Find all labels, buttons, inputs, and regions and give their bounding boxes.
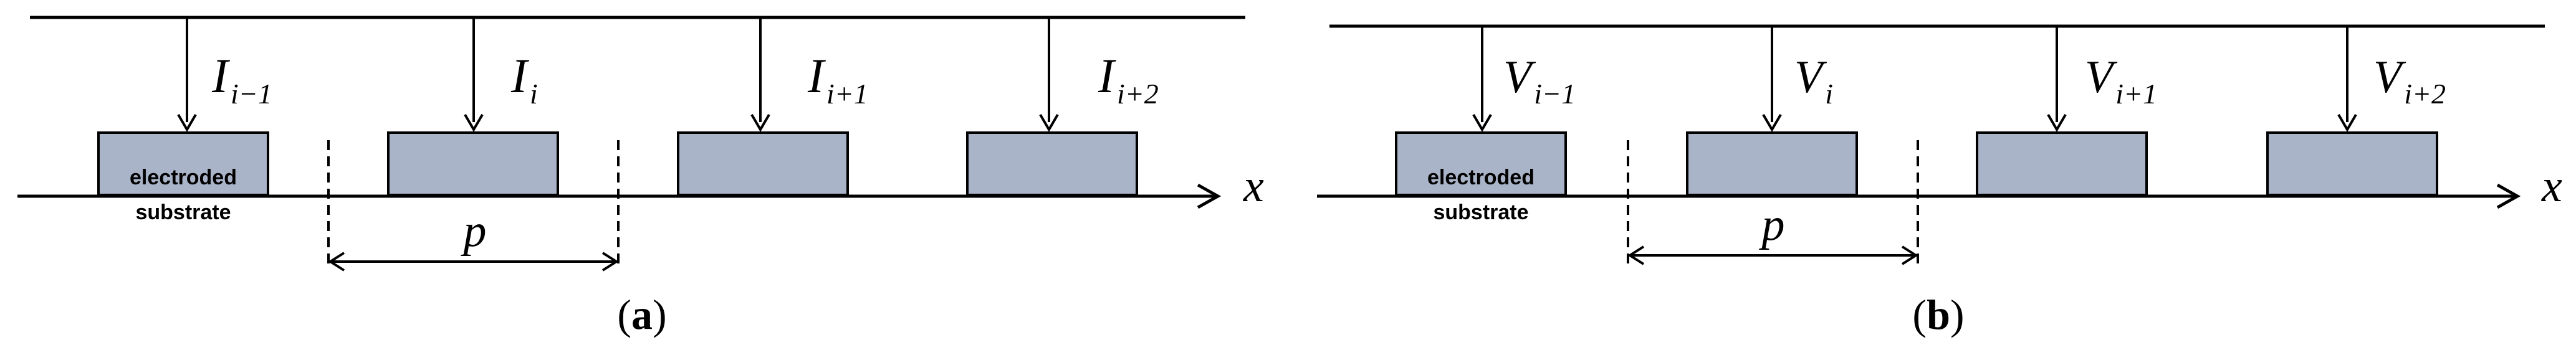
caption-b: (b) bbox=[1912, 291, 1964, 338]
pitch-arrowhead-b-right bbox=[1901, 245, 1918, 265]
arrow-b-3 bbox=[2047, 26, 2067, 132]
electrode-a-2 bbox=[387, 131, 559, 196]
panel-a: Ii−1 Ii Ii+1 Ii+2 electroded substrate x… bbox=[17, 16, 1264, 338]
voltage-label-b-1: Vi−1 bbox=[1503, 52, 1576, 110]
x-axis-label-a: x bbox=[1243, 161, 1264, 212]
electrode-b-3 bbox=[1976, 131, 2148, 196]
electrode-b-2 bbox=[1686, 131, 1858, 196]
substrate-label-b-2: substrate bbox=[1433, 201, 1528, 224]
substrate-label-b-1: electroded bbox=[1427, 166, 1535, 189]
electrode-a-3 bbox=[677, 131, 849, 196]
electrode-b-4 bbox=[2266, 131, 2438, 196]
voltage-label-b-2: Vi bbox=[1794, 52, 1833, 110]
pitch-label-a: p bbox=[461, 206, 487, 257]
x-axis-arrowhead-a bbox=[1197, 183, 1222, 209]
electrode-a-1 bbox=[97, 131, 269, 196]
pitch-arrowhead-a-left bbox=[328, 252, 345, 272]
arrow-a-2 bbox=[464, 17, 484, 132]
substrate-label-a-1: electroded bbox=[130, 166, 237, 189]
voltage-label-b-3: Vi+1 bbox=[2085, 52, 2157, 110]
voltage-label-b-4: Vi+2 bbox=[2373, 52, 2446, 110]
caption-a: (a) bbox=[617, 291, 666, 338]
pitch-label-b: p bbox=[1759, 199, 1785, 250]
current-label-a-2: Ii bbox=[510, 49, 538, 110]
pitch-arrowhead-b-left bbox=[1627, 245, 1645, 265]
current-label-a-3: Ii+1 bbox=[807, 49, 868, 110]
x-axis-label-b: x bbox=[2541, 161, 2562, 212]
x-axis-arrowhead-b bbox=[2496, 183, 2521, 209]
arrow-a-4 bbox=[1039, 17, 1059, 132]
arrow-a-1 bbox=[177, 17, 197, 132]
substrate-label-a-2: substrate bbox=[135, 201, 231, 224]
arrow-a-3 bbox=[750, 17, 770, 132]
arrow-b-4 bbox=[2337, 26, 2357, 132]
arrow-b-2 bbox=[1762, 26, 1782, 132]
arrow-b-1 bbox=[1472, 26, 1492, 132]
current-label-a-1: Ii−1 bbox=[211, 49, 272, 110]
pitch-arrowhead-a-right bbox=[601, 252, 619, 272]
current-label-a-4: Ii+2 bbox=[1098, 49, 1159, 110]
panel-b: Vi−1 Vi Vi+1 Vi+2 electroded substrate x… bbox=[1317, 24, 2562, 338]
electrode-a-4 bbox=[966, 131, 1138, 196]
